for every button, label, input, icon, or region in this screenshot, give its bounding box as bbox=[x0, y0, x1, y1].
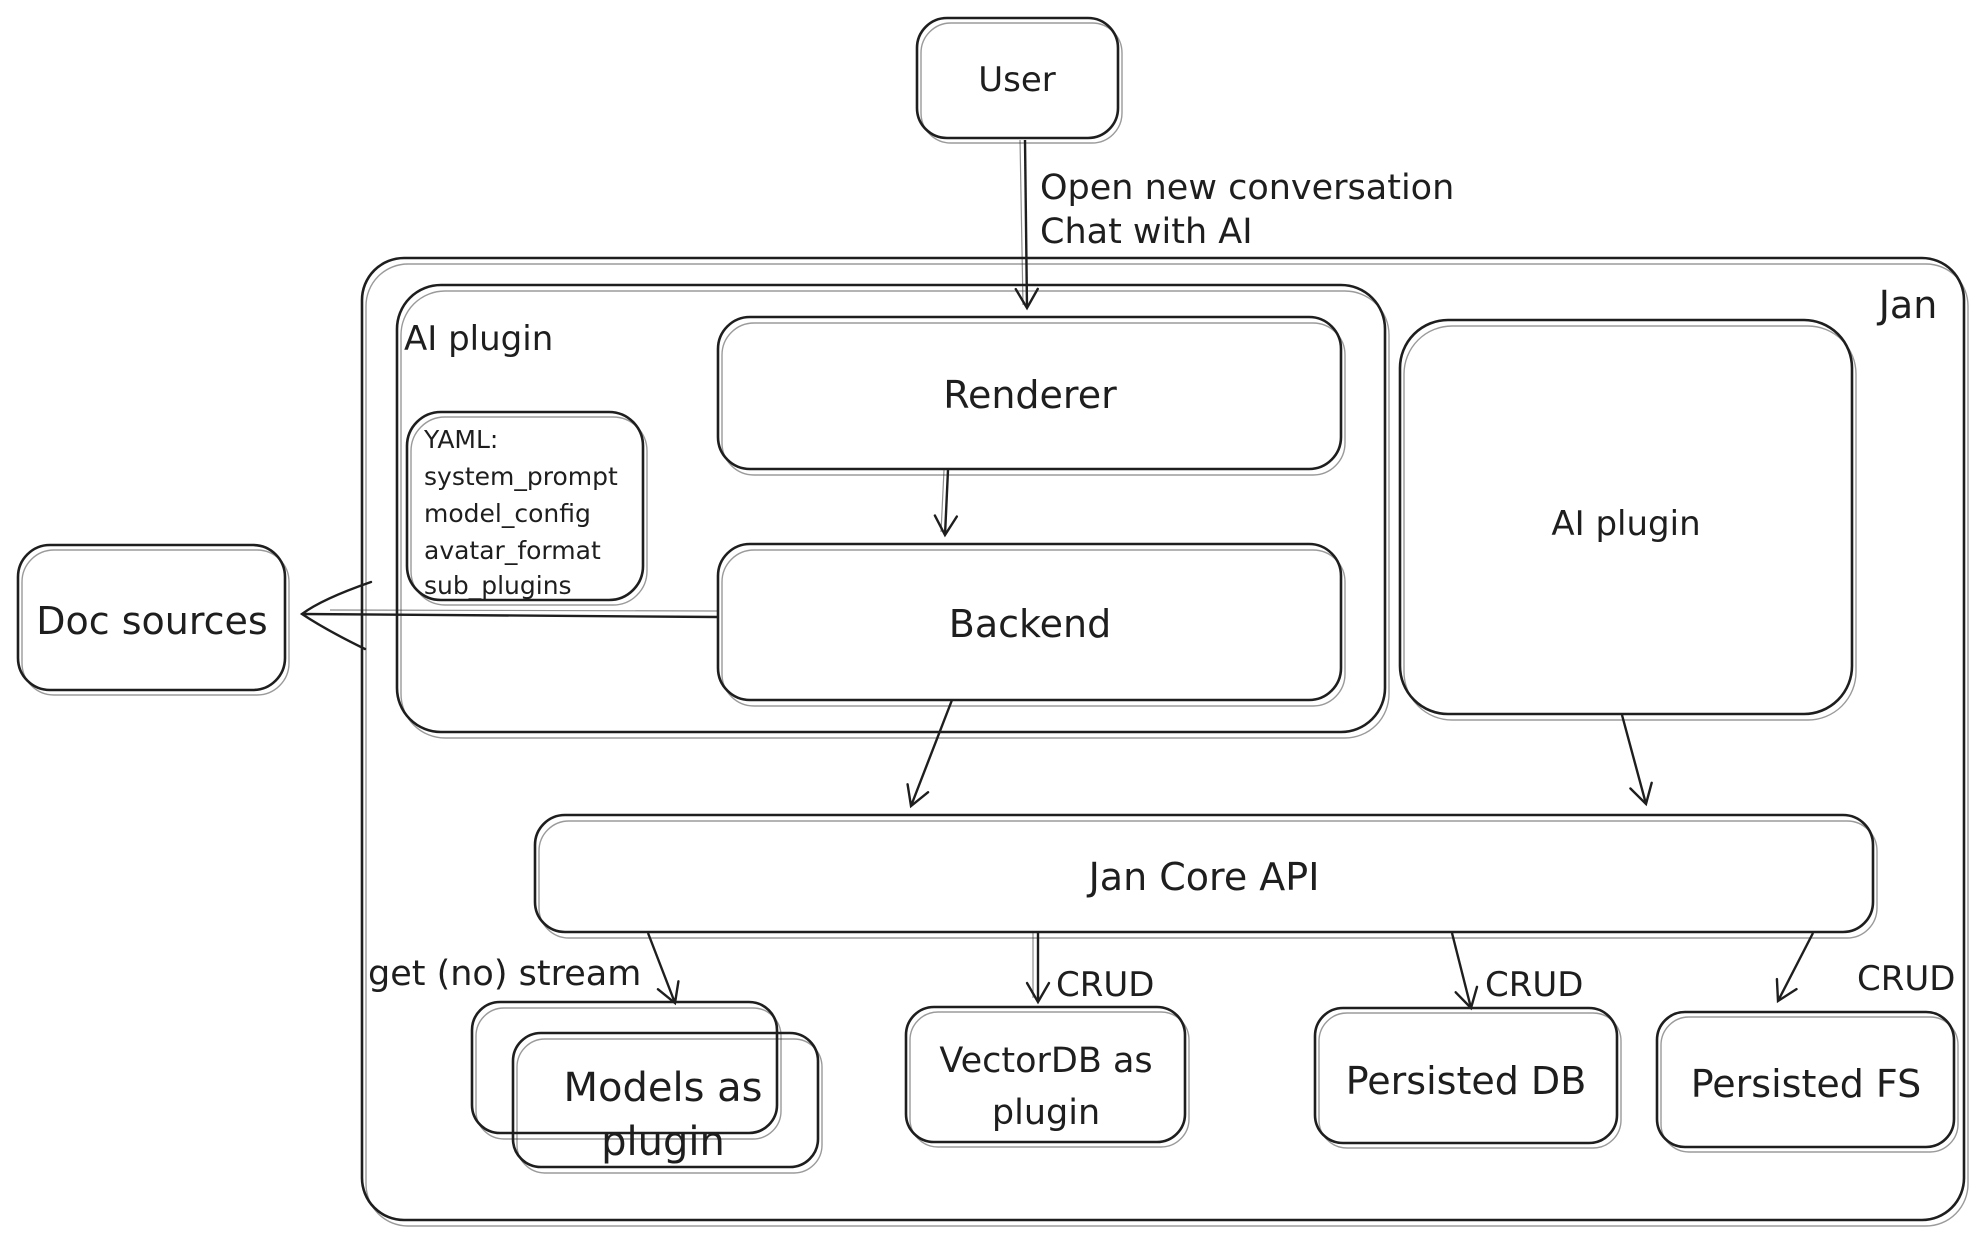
models-plugin-label: Models as bbox=[563, 1065, 762, 1111]
yaml-note-line: avatar_format bbox=[424, 536, 601, 565]
yaml-note-line: system_prompt bbox=[424, 462, 618, 491]
persisted-db-label: Persisted DB bbox=[1346, 1059, 1587, 1103]
jan-core-api-label: Jan Core API bbox=[1087, 855, 1320, 899]
ai-plugin-group-container: AI plugin bbox=[395, 283, 1390, 739]
vectordb-label: VectorDB as bbox=[939, 1041, 1152, 1081]
ai-plugin-group-label: AI plugin bbox=[404, 319, 553, 359]
user-action-line: Open new conversation bbox=[1040, 168, 1454, 208]
user-action-edge-label: Open new conversation Chat with AI bbox=[1040, 168, 1454, 252]
arrow-renderer-to-backend bbox=[933, 469, 959, 538]
yaml-note-line: sub_plugins bbox=[424, 571, 572, 600]
renderer-label: Renderer bbox=[943, 373, 1117, 417]
backend-node: Backend bbox=[716, 542, 1346, 707]
user-action-line: Chat with AI bbox=[1040, 212, 1253, 252]
vectordb-node: VectorDB as plugin bbox=[904, 1005, 1190, 1148]
ai-plugin-node: AI plugin bbox=[1398, 318, 1857, 721]
user-label: User bbox=[978, 60, 1056, 100]
arrow-jan-core-api-to-vectordb bbox=[1025, 933, 1051, 1005]
vectordb-label: plugin bbox=[992, 1093, 1100, 1133]
yaml-note-line: model_config bbox=[424, 499, 591, 528]
arrow-jan-core-api-to-persisted-db bbox=[1450, 932, 1479, 1011]
crud-label-persisted-fs: CRUD bbox=[1857, 959, 1955, 999]
yaml-note: YAML: system_prompt model_config avatar_… bbox=[405, 410, 648, 606]
arrow-user-to-renderer bbox=[1014, 139, 1039, 311]
models-plugin-node: Models as plugin bbox=[511, 1031, 823, 1174]
crud-label-persisted-db: CRUD bbox=[1485, 965, 1583, 1005]
models-plugin-back-node bbox=[470, 1000, 782, 1140]
arrow-jan-core-api-to-models bbox=[646, 932, 680, 1006]
jan-core-api-node: Jan Core API bbox=[533, 813, 1878, 939]
renderer-node: Renderer bbox=[716, 315, 1346, 476]
persisted-db-node: Persisted DB bbox=[1313, 1006, 1622, 1149]
models-plugin-label: plugin bbox=[601, 1119, 725, 1165]
ai-plugin-label: AI plugin bbox=[1551, 504, 1700, 544]
doc-sources-node: Doc sources bbox=[16, 543, 290, 696]
backend-label: Backend bbox=[949, 602, 1111, 646]
persisted-fs-label: Persisted FS bbox=[1691, 1062, 1922, 1106]
doc-sources-label: Doc sources bbox=[36, 599, 267, 643]
persisted-fs-node: Persisted FS bbox=[1655, 1010, 1959, 1153]
arrow-backend-to-jan-core-api bbox=[906, 699, 954, 809]
jan-container: Jan bbox=[360, 256, 1969, 1227]
arrow-jan-core-api-to-persisted-fs bbox=[1775, 932, 1815, 1004]
crud-label-vectordb: CRUD bbox=[1056, 965, 1154, 1005]
user-node: User bbox=[915, 16, 1123, 144]
arrow-backend-to-doc-sources bbox=[299, 580, 719, 651]
get-no-stream-label: get (no) stream bbox=[368, 954, 641, 994]
jan-container-label: Jan bbox=[1877, 283, 1938, 327]
yaml-note-line: YAML: bbox=[423, 425, 498, 454]
arrow-ai-plugin-to-jan-core-api bbox=[1620, 714, 1653, 807]
